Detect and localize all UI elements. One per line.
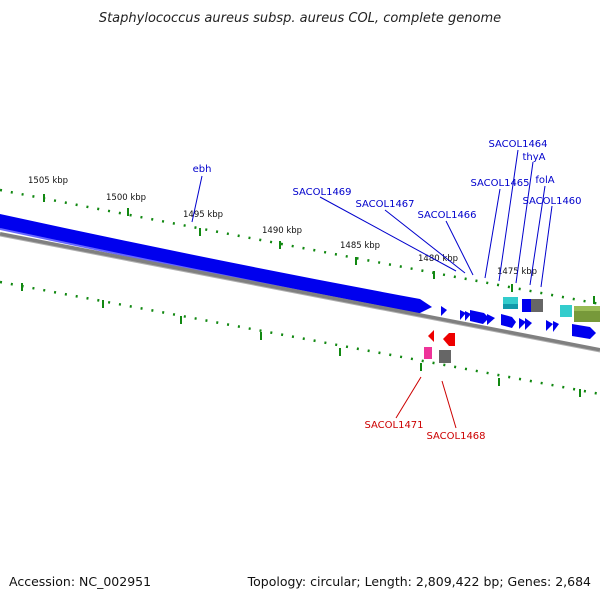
leader-SACOL1469 <box>319 196 457 272</box>
ruler-label: 1500 kbp <box>106 193 146 203</box>
map-title: Staphylococcus aureus subsp. aureus COL,… <box>99 11 501 26</box>
forward-gene[interactable] <box>519 318 526 329</box>
reverse-leaders <box>395 376 457 429</box>
genome-summary-text: Topology: circular; Length: 2,809,422 bp… <box>247 574 591 589</box>
forward-gene-labels: ebh SACOL1469 SACOL1467 SACOL1466 SACOL1… <box>193 139 582 221</box>
forward-gene[interactable] <box>487 314 495 325</box>
leader-ebh <box>191 175 203 223</box>
olive-feature-shade <box>574 306 600 311</box>
forward-gene[interactable] <box>470 310 489 324</box>
reverse-gene-labels: SACOL1471 SACOL1468 <box>364 420 485 442</box>
forward-gene[interactable] <box>525 318 532 330</box>
leader-SACOL1466 <box>445 220 474 276</box>
gene-label-SACOL1471[interactable]: SACOL1471 <box>364 420 423 431</box>
forward-gene-cluster <box>441 306 596 339</box>
leader-SACOL1471 <box>395 376 422 419</box>
ebh-cds[interactable] <box>0 214 432 314</box>
genome-backbone <box>0 232 600 352</box>
gray-feature[interactable] <box>531 299 543 312</box>
gene-label-SACOL1469[interactable]: SACOL1469 <box>292 187 351 198</box>
trna-feature[interactable] <box>560 305 572 317</box>
gene-label-thyA[interactable]: thyA <box>522 152 545 163</box>
gene-label-folA[interactable]: folA <box>535 175 554 186</box>
forward-gene[interactable] <box>572 324 596 339</box>
forward-leaders <box>191 149 553 288</box>
leader-SACOL1465 <box>484 188 501 279</box>
reverse-gene[interactable] <box>443 333 455 346</box>
leader-SACOL1464 <box>498 149 519 282</box>
trna-feature-shade <box>503 304 518 309</box>
SACOL1468-cds[interactable] <box>439 350 451 363</box>
forward-gene[interactable] <box>546 320 553 331</box>
ruler-label: 1495 kbp <box>183 210 223 220</box>
outer-ruler-track <box>0 188 600 306</box>
forward-gene[interactable] <box>501 314 516 328</box>
leader-SACOL1468 <box>441 380 457 429</box>
gene-label-SACOL1464[interactable]: SACOL1464 <box>488 139 547 150</box>
gene-label-SACOL1466[interactable]: SACOL1466 <box>417 210 476 221</box>
gene-label-SACOL1467[interactable]: SACOL1467 <box>355 199 414 210</box>
gene-label-SACOL1468[interactable]: SACOL1468 <box>426 431 485 442</box>
forward-gene[interactable] <box>465 311 471 321</box>
leader-SACOL1460 <box>540 205 553 288</box>
gene-label-SACOL1465[interactable]: SACOL1465 <box>470 178 529 189</box>
gene-label-ebh[interactable]: ebh <box>193 164 212 175</box>
ruler-label: 1490 kbp <box>262 226 302 236</box>
reverse-gene[interactable] <box>428 330 434 342</box>
thyA-cds[interactable] <box>522 299 531 312</box>
SACOL1471-cds[interactable] <box>424 347 432 359</box>
reverse-cds-track <box>424 330 455 363</box>
feature-boxes <box>503 297 600 322</box>
leader-SACOL1467 <box>384 209 466 274</box>
ruler-label: 1505 kbp <box>28 176 68 186</box>
gene-label-SACOL1460[interactable]: SACOL1460 <box>522 196 581 207</box>
ruler-label: 1475 kbp <box>497 267 537 277</box>
leader-folA <box>529 185 546 286</box>
backbone-shadow <box>0 235 600 353</box>
ruler-label: 1485 kbp <box>340 241 380 251</box>
forward-cds-track <box>0 214 432 315</box>
leader-thyA <box>515 161 534 284</box>
accession-text: Accession: NC_002951 <box>9 574 151 589</box>
ruler-labels: 1505 kbp 1500 kbp 1495 kbp 1490 kbp 1485… <box>28 176 537 277</box>
forward-gene[interactable] <box>460 310 466 320</box>
forward-gene[interactable] <box>553 321 559 332</box>
forward-gene[interactable] <box>441 306 447 316</box>
ruler-label: 1480 kbp <box>418 254 458 264</box>
inner-ruler-track <box>0 280 600 397</box>
